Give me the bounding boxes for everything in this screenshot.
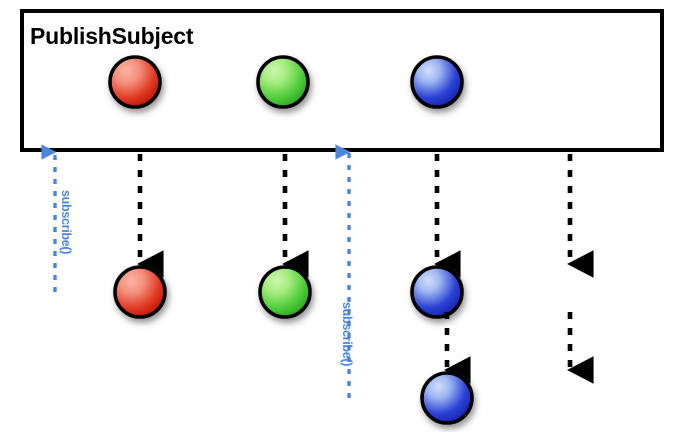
publish-subject-timeline (24, 55, 652, 109)
subscribe-arrow-one: subscribe() (41, 144, 73, 292)
emission-arrows-subscriber-two (444, 312, 594, 384)
emission-arrows-subscriber-one (137, 154, 594, 278)
marble-green (256, 55, 310, 109)
marble-blue (410, 55, 464, 109)
subscriber-one-timeline (18, 265, 652, 319)
marble-blue (420, 371, 474, 425)
marble-red (113, 265, 167, 319)
marble-blue (410, 265, 464, 319)
subscribe-label-two: subscribe() (340, 302, 354, 366)
subscriber-two-timeline (326, 371, 652, 425)
page-title: PublishSubject (30, 23, 194, 49)
marble-red (108, 55, 162, 109)
marble-green (258, 265, 312, 319)
subscribe-arrow-two: subscribe() (335, 144, 354, 398)
subscribe-label-one: subscribe() (59, 190, 73, 254)
